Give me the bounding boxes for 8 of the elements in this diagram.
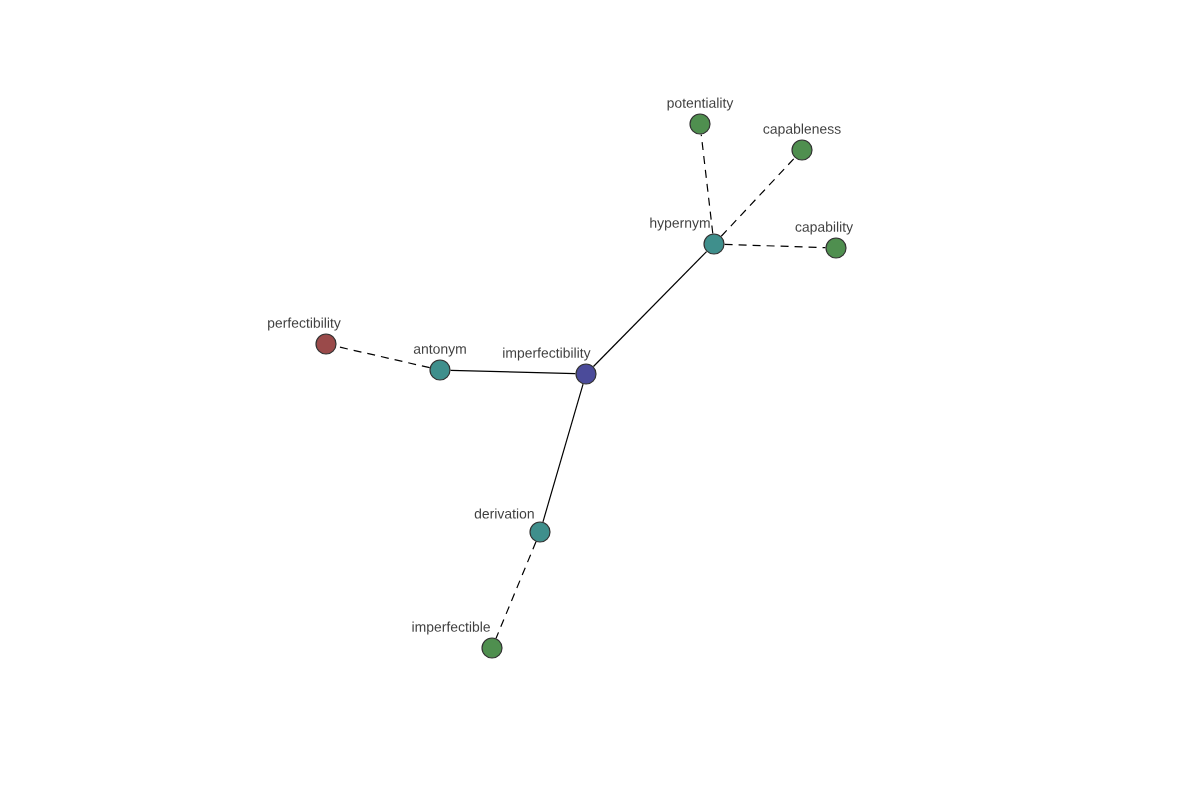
connector-line	[592, 250, 708, 368]
connector-line	[495, 541, 537, 639]
connector-line	[450, 369, 576, 375]
connector-line	[720, 157, 796, 237]
connector-line	[335, 345, 431, 369]
connector-line	[700, 133, 714, 235]
connector-line	[724, 243, 826, 249]
connector-line	[542, 383, 584, 523]
